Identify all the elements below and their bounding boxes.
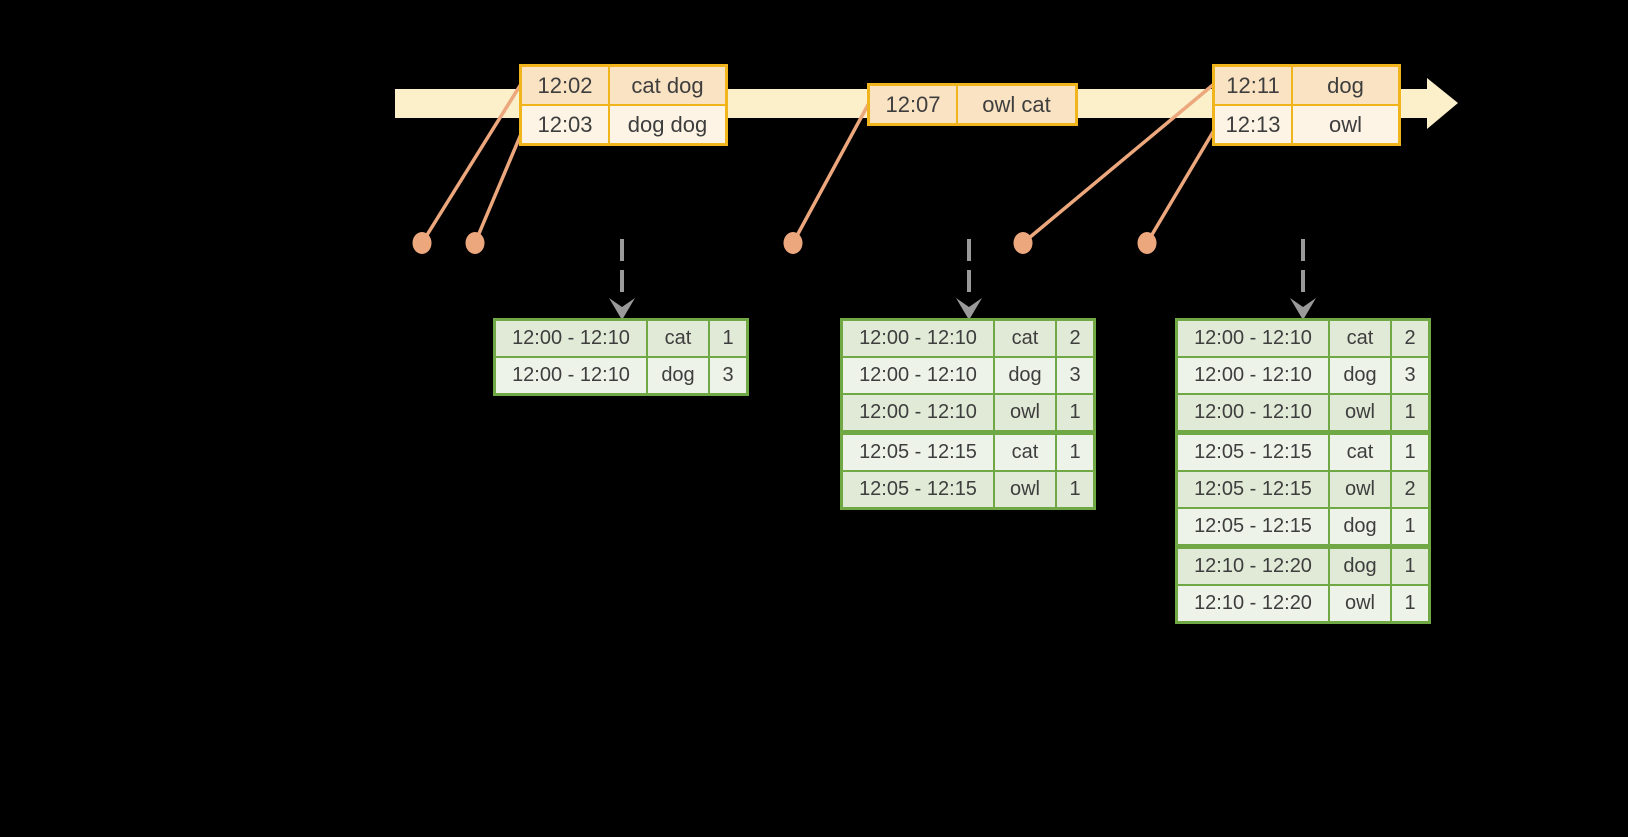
event-row: 12:13 owl: [1212, 104, 1401, 146]
result-table-2: 12:00 - 12:10 cat 2 12:00 - 12:10 dog 3 …: [840, 318, 1096, 510]
event-table-2: 12:07 owl cat: [867, 83, 1078, 126]
word-cell: cat: [646, 318, 710, 358]
window-cell: 12:05 - 12:15: [1175, 470, 1330, 509]
window-cell: 12:10 - 12:20: [1175, 544, 1330, 586]
word-cell: dog: [1328, 507, 1392, 548]
count-cell: 2: [1390, 318, 1431, 358]
count-cell: 1: [1390, 507, 1431, 548]
event-row: 12:03 dog dog: [519, 104, 728, 146]
event-words-cell: owl cat: [956, 83, 1078, 126]
event-connector-line: [473, 126, 526, 244]
word-cell: owl: [1328, 470, 1392, 509]
count-cell: 1: [708, 318, 749, 358]
word-cell: owl: [993, 393, 1057, 434]
window-cell: 12:05 - 12:15: [1175, 507, 1330, 548]
word-cell: owl: [1328, 393, 1392, 434]
trigger-arrowhead-icon: [609, 298, 635, 320]
result-row: 12:00 - 12:10 cat 2: [1175, 318, 1431, 358]
trigger-arrow: [1290, 239, 1316, 320]
result-row: 12:05 - 12:15 cat 1: [1175, 430, 1431, 472]
event-row: 12:02 cat dog: [519, 64, 728, 106]
result-row: 12:10 - 12:20 dog 1: [1175, 544, 1431, 586]
event-connector-line: [1145, 126, 1218, 244]
count-cell: 1: [1055, 470, 1096, 510]
event-words-cell: dog dog: [608, 104, 728, 146]
event-row: 12:11 dog: [1212, 64, 1401, 106]
result-row: 12:00 - 12:10 dog 3: [493, 356, 749, 396]
trigger-arrow: [609, 239, 635, 320]
window-cell: 12:00 - 12:10: [493, 318, 648, 358]
word-cell: cat: [993, 430, 1057, 472]
word-cell: dog: [646, 356, 710, 396]
window-cell: 12:00 - 12:10: [1175, 318, 1330, 358]
count-cell: 1: [1390, 584, 1431, 624]
count-cell: 2: [1390, 470, 1431, 509]
count-cell: 1: [1055, 430, 1096, 472]
event-time-dot: [465, 232, 485, 254]
count-cell: 2: [1055, 318, 1096, 358]
result-table-1: 12:00 - 12:10 cat 1 12:00 - 12:10 dog 3: [493, 318, 749, 396]
window-cell: 12:00 - 12:10: [840, 318, 995, 358]
word-cell: owl: [993, 470, 1057, 510]
result-row: 12:00 - 12:10 owl 1: [840, 393, 1096, 434]
trigger-arrowhead-icon: [956, 298, 982, 320]
word-cell: cat: [993, 318, 1057, 358]
count-cell: 1: [1390, 393, 1431, 434]
event-time-dot: [1013, 232, 1033, 254]
event-table-3: 12:11 dog 12:13 owl: [1212, 64, 1401, 146]
word-cell: cat: [1328, 318, 1392, 358]
window-cell: 12:00 - 12:10: [840, 393, 995, 434]
window-cell: 12:10 - 12:20: [1175, 584, 1330, 624]
event-connector-line: [420, 83, 523, 244]
trigger-arrowhead-icon: [1290, 298, 1316, 320]
event-words-cell: dog: [1291, 64, 1401, 106]
result-row: 12:10 - 12:20 owl 1: [1175, 584, 1431, 624]
result-row: 12:00 - 12:10 owl 1: [1175, 393, 1431, 434]
result-row: 12:00 - 12:10 dog 3: [1175, 356, 1431, 395]
event-time-cell: 12:13: [1212, 104, 1293, 146]
event-table-1: 12:02 cat dog 12:03 dog dog: [519, 64, 728, 146]
event-connector-line: [791, 102, 871, 244]
result-row: 12:05 - 12:15 cat 1: [840, 430, 1096, 472]
timeline-arrowhead-icon: [1427, 78, 1458, 129]
event-time-cell: 12:07: [867, 83, 958, 126]
window-cell: 12:00 - 12:10: [840, 356, 995, 395]
word-cell: dog: [1328, 544, 1392, 586]
window-cell: 12:00 - 12:10: [493, 356, 648, 396]
window-cell: 12:05 - 12:15: [840, 430, 995, 472]
event-time-cell: 12:02: [519, 64, 610, 106]
event-words-cell: cat dog: [608, 64, 728, 106]
window-cell: 12:00 - 12:10: [1175, 393, 1330, 434]
event-time-cell: 12:11: [1212, 64, 1293, 106]
result-row: 12:00 - 12:10 cat 1: [493, 318, 749, 358]
trigger-arrow: [956, 239, 982, 320]
event-connector-line: [1021, 82, 1216, 245]
word-cell: dog: [1328, 356, 1392, 395]
window-cell: 12:00 - 12:10: [1175, 356, 1330, 395]
event-words-cell: owl: [1291, 104, 1401, 146]
count-cell: 3: [1390, 356, 1431, 395]
window-cell: 12:05 - 12:15: [840, 470, 995, 510]
word-cell: dog: [993, 356, 1057, 395]
event-row: 12:07 owl cat: [867, 83, 1078, 126]
event-time-dot: [1137, 232, 1157, 254]
count-cell: 1: [1055, 393, 1096, 434]
count-cell: 1: [1390, 430, 1431, 472]
result-row: 12:05 - 12:15 dog 1: [1175, 507, 1431, 548]
result-row: 12:00 - 12:10 cat 2: [840, 318, 1096, 358]
result-table-3: 12:00 - 12:10 cat 2 12:00 - 12:10 dog 3 …: [1175, 318, 1431, 624]
result-row: 12:00 - 12:10 dog 3: [840, 356, 1096, 395]
event-time-cell: 12:03: [519, 104, 610, 146]
window-cell: 12:05 - 12:15: [1175, 430, 1330, 472]
result-row: 12:05 - 12:15 owl 2: [1175, 470, 1431, 509]
count-cell: 1: [1390, 544, 1431, 586]
count-cell: 3: [1055, 356, 1096, 395]
result-row: 12:05 - 12:15 owl 1: [840, 470, 1096, 510]
count-cell: 3: [708, 356, 749, 396]
word-cell: cat: [1328, 430, 1392, 472]
event-time-dot: [783, 232, 803, 254]
event-time-dot: [412, 232, 432, 254]
word-cell: owl: [1328, 584, 1392, 624]
